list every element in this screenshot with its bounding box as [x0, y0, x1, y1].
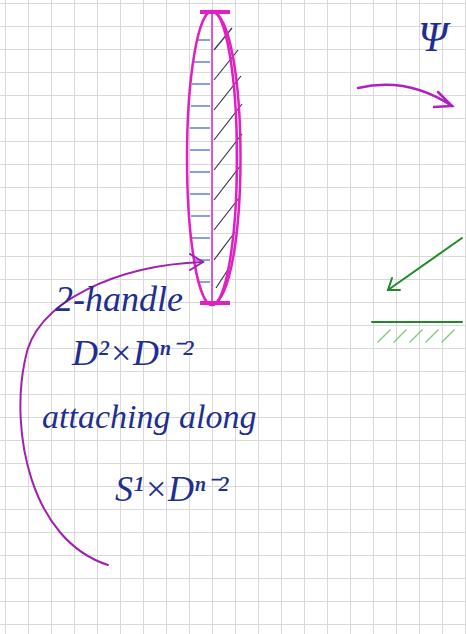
handle-label: 2-handle [55, 280, 183, 320]
map-symbol: Ψ [418, 14, 448, 60]
target-boundary [372, 238, 462, 342]
attaching-note: attaching along [42, 398, 256, 435]
handle-disk [187, 11, 242, 305]
map-arrow [358, 85, 452, 107]
attaching-formula: S¹×Dⁿ⁻² [115, 470, 228, 510]
handle-formula: D²×Dⁿ⁻² [72, 334, 193, 374]
